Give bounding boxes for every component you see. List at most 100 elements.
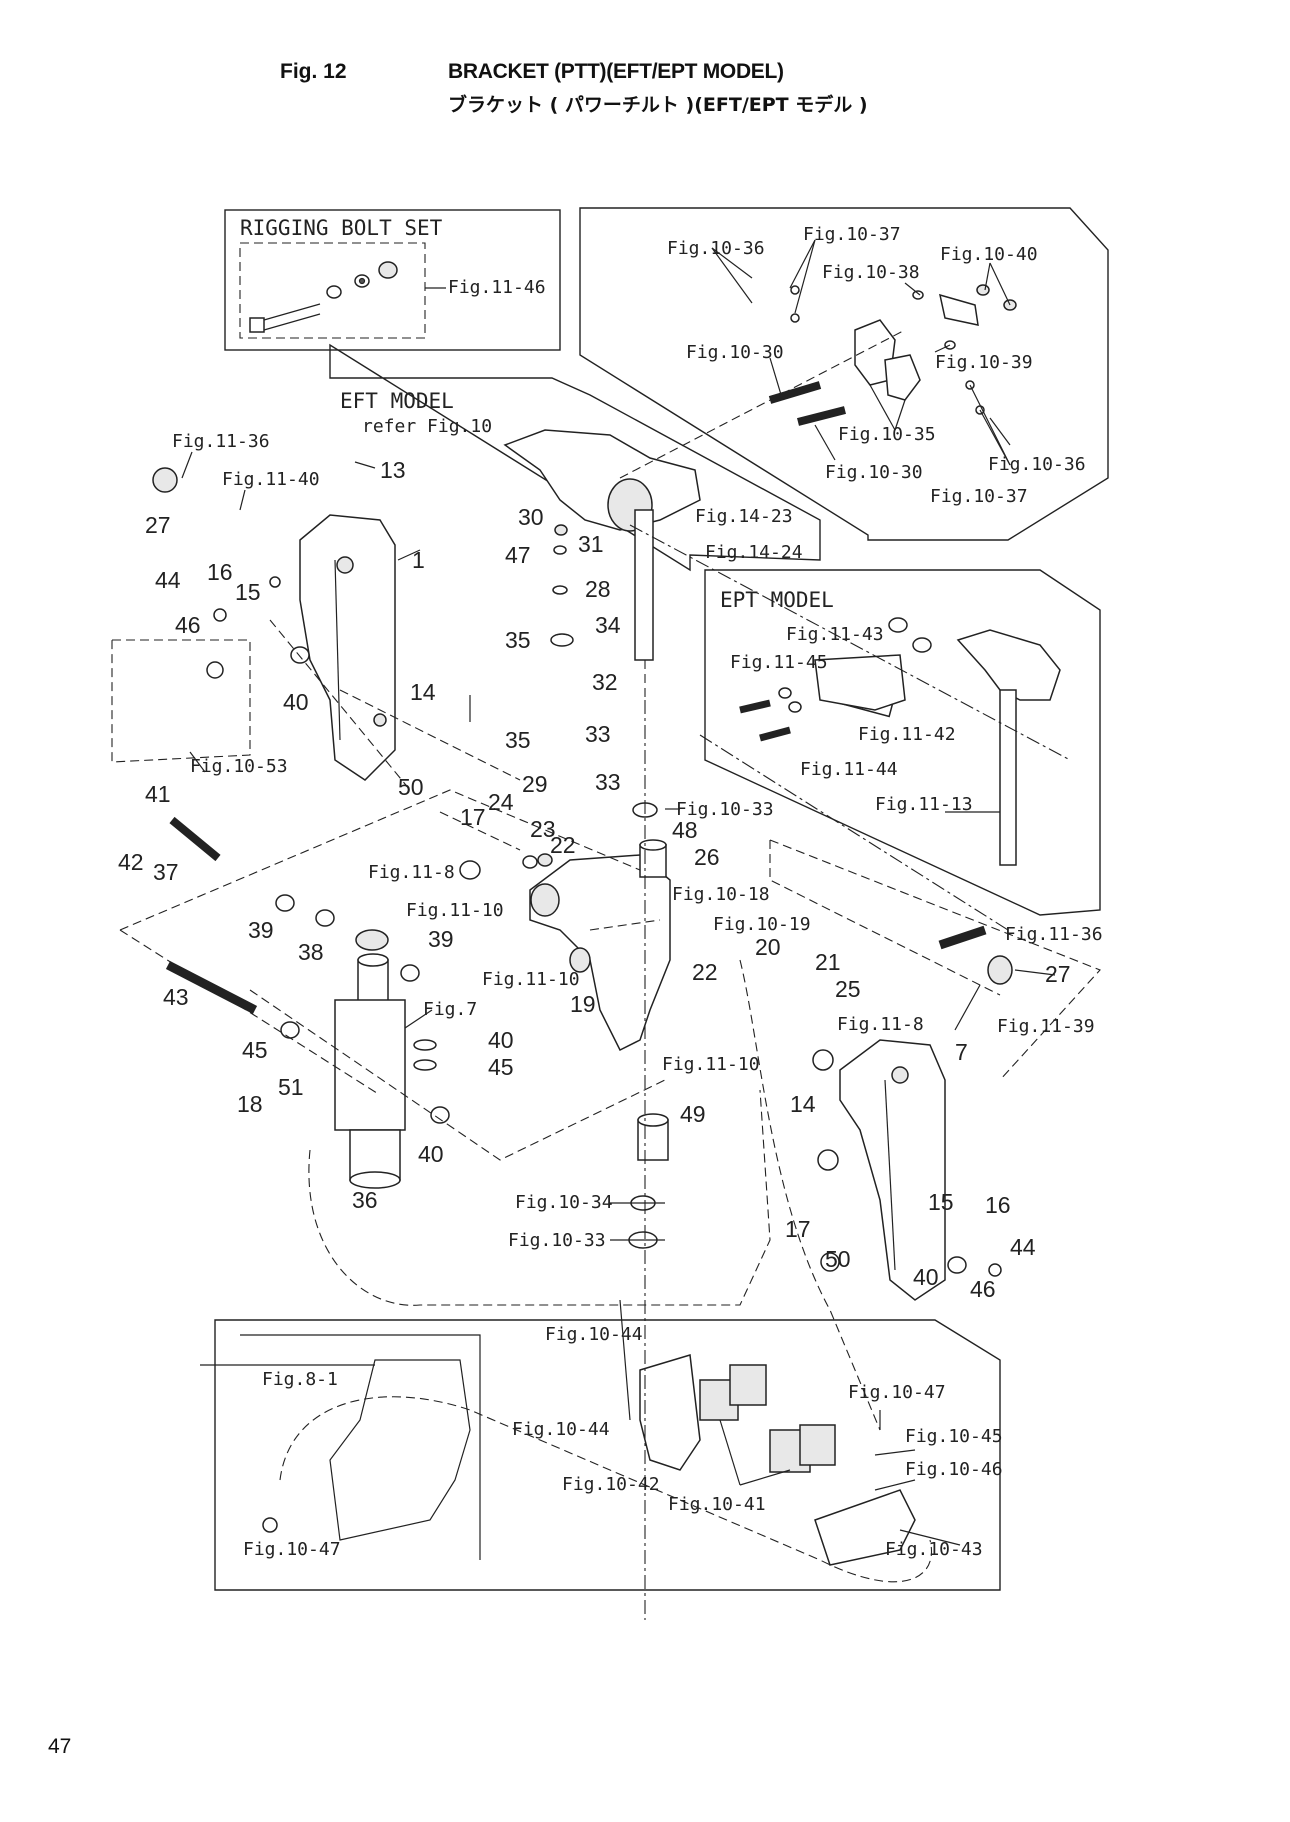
part-number: 13: [380, 457, 406, 483]
lower-unit-parts-icons: [262, 1354, 916, 1566]
fig-ref: Fig.11-13: [875, 794, 973, 815]
part-number: 22: [550, 832, 576, 858]
fig-ref: Fig.11-40: [222, 469, 320, 490]
fig-ref: Fig.8-1: [262, 1369, 338, 1390]
steering-friction-parts-icons: [790, 284, 1017, 415]
part-number: 36: [352, 1187, 378, 1213]
fig-ref: Fig.10-34: [515, 1192, 613, 1213]
cap-27-right-icon: [987, 955, 1013, 985]
fig-ref: Fig.10-40: [940, 244, 1038, 265]
eft-model-box: [329, 343, 821, 572]
part-number: 1: [412, 547, 425, 573]
part-number: 40: [418, 1141, 444, 1167]
fig-ref: Fig.11-10: [662, 1054, 760, 1075]
part-number: 45: [242, 1037, 268, 1063]
lower-unit-inner-frame: [240, 1334, 481, 1560]
part-number: 23: [530, 816, 556, 842]
fig-ref: Fig.10-30: [825, 462, 923, 483]
fig-ref: Fig.11-45: [730, 652, 828, 673]
fig-ref: Fig.11-39: [997, 1016, 1095, 1037]
fig-ref: Fig.11-36: [1005, 924, 1103, 945]
part-number: 32: [592, 669, 618, 695]
fig-ref: Fig.10-43: [885, 1539, 983, 1560]
fig-ref: Fig.11-44: [800, 759, 898, 780]
fig-ref: Fig.10-41: [668, 1494, 766, 1515]
page-title-japanese: ブラケット ( パワーチルト )(EFT/EPT モデル ): [448, 94, 868, 116]
fig-ref: Fig.11-46: [448, 277, 546, 298]
part-number: 50: [825, 1246, 851, 1272]
part-number: 35: [505, 727, 531, 753]
ept-model-label: EPT MODEL: [720, 588, 834, 612]
fig-ref: Fig.10-53: [190, 756, 288, 777]
fig-ref: Fig.11-42: [858, 724, 956, 745]
fig11-36-shaft-icon: [938, 925, 987, 950]
fig-ref: Fig.10-37: [930, 486, 1028, 507]
part-number: 16: [985, 1192, 1011, 1218]
part-number: 15: [235, 579, 261, 605]
clamp-bracket-left-icon: [299, 514, 396, 781]
part-number: 51: [278, 1074, 304, 1100]
part-number: 16: [207, 559, 233, 585]
fig-ref: Fig.10-30: [686, 342, 784, 363]
eft-model-label: EFT MODEL: [340, 389, 454, 413]
assembly-guide-lines: [119, 329, 1101, 1620]
fig-ref: Fig.10-36: [667, 238, 765, 259]
fig-ref: Fig.11-36: [172, 431, 270, 452]
clamp-bracket-right-icon: [817, 1039, 946, 1301]
lower-unit-box: [214, 1319, 1001, 1591]
page-title: BRACKET (PTT)(EFT/EPT MODEL): [448, 60, 784, 83]
fig-ref: Fig.11-10: [406, 900, 504, 921]
part-number: 40: [488, 1027, 514, 1053]
fig-ref: Fig.10-33: [508, 1230, 606, 1251]
part-number: 44: [155, 567, 181, 593]
fig-ref: Fig.11-8: [837, 1014, 924, 1035]
swivel-bracket-upper-icon: [503, 429, 701, 700]
fig-ref: Fig.10-44: [545, 1324, 643, 1345]
part-number: 33: [595, 769, 621, 795]
fig-ref: Fig.10-33: [676, 799, 774, 820]
fig-ref: Fig.14-23: [695, 506, 793, 527]
fig-ref: Fig.11-43: [786, 624, 884, 645]
figure-number: Fig. 12: [280, 60, 347, 83]
part-number: 35: [505, 627, 531, 653]
fig-ref: Fig.10-38: [822, 262, 920, 283]
part-number: 31: [578, 531, 604, 557]
part-number: 17: [785, 1216, 811, 1242]
rigging-bolt-icon: [249, 261, 398, 333]
part-number: 41: [145, 781, 171, 807]
part-number: 50: [398, 774, 424, 800]
fig10-30-pin-icon: [768, 381, 822, 404]
fig-ref: Fig.11-8: [368, 862, 455, 883]
part-number: 14: [410, 679, 436, 705]
part-number: 49: [680, 1101, 706, 1127]
part-number: 40: [283, 689, 309, 715]
fig10-53-dashed-box: [111, 639, 251, 763]
tilt-pin-37-icon: [169, 816, 221, 862]
part-number: 7: [955, 1039, 968, 1065]
rigging-bolt-set-label: RIGGING BOLT SET: [240, 216, 443, 240]
part-number: 20: [755, 934, 781, 960]
rigging-bolt-set-box: [224, 209, 561, 351]
washer-icons: [206, 524, 1002, 1277]
part-number: 22: [692, 959, 718, 985]
fig-ref: Fig.10-37: [803, 224, 901, 245]
part-number: 27: [145, 512, 171, 538]
fig-ref: Fig.10-35: [838, 424, 936, 445]
part-number: 29: [522, 771, 548, 797]
fig-ref: Fig.10-39: [935, 352, 1033, 373]
part-number: 19: [570, 991, 596, 1017]
part-number: 26: [694, 844, 720, 870]
part-number: 24: [488, 789, 514, 815]
part-number: 15: [928, 1189, 954, 1215]
leader-lines: [181, 239, 1056, 1546]
ept-model-box: [704, 569, 1101, 916]
page-number: 47: [48, 1735, 72, 1758]
part-number: 39: [428, 926, 454, 952]
part-number: 43: [163, 984, 189, 1010]
part-number: 40: [913, 1264, 939, 1290]
part-number: 47: [505, 542, 531, 568]
part-number: 46: [175, 612, 201, 638]
part-number: 38: [298, 939, 324, 965]
part-number: 37: [153, 859, 179, 885]
